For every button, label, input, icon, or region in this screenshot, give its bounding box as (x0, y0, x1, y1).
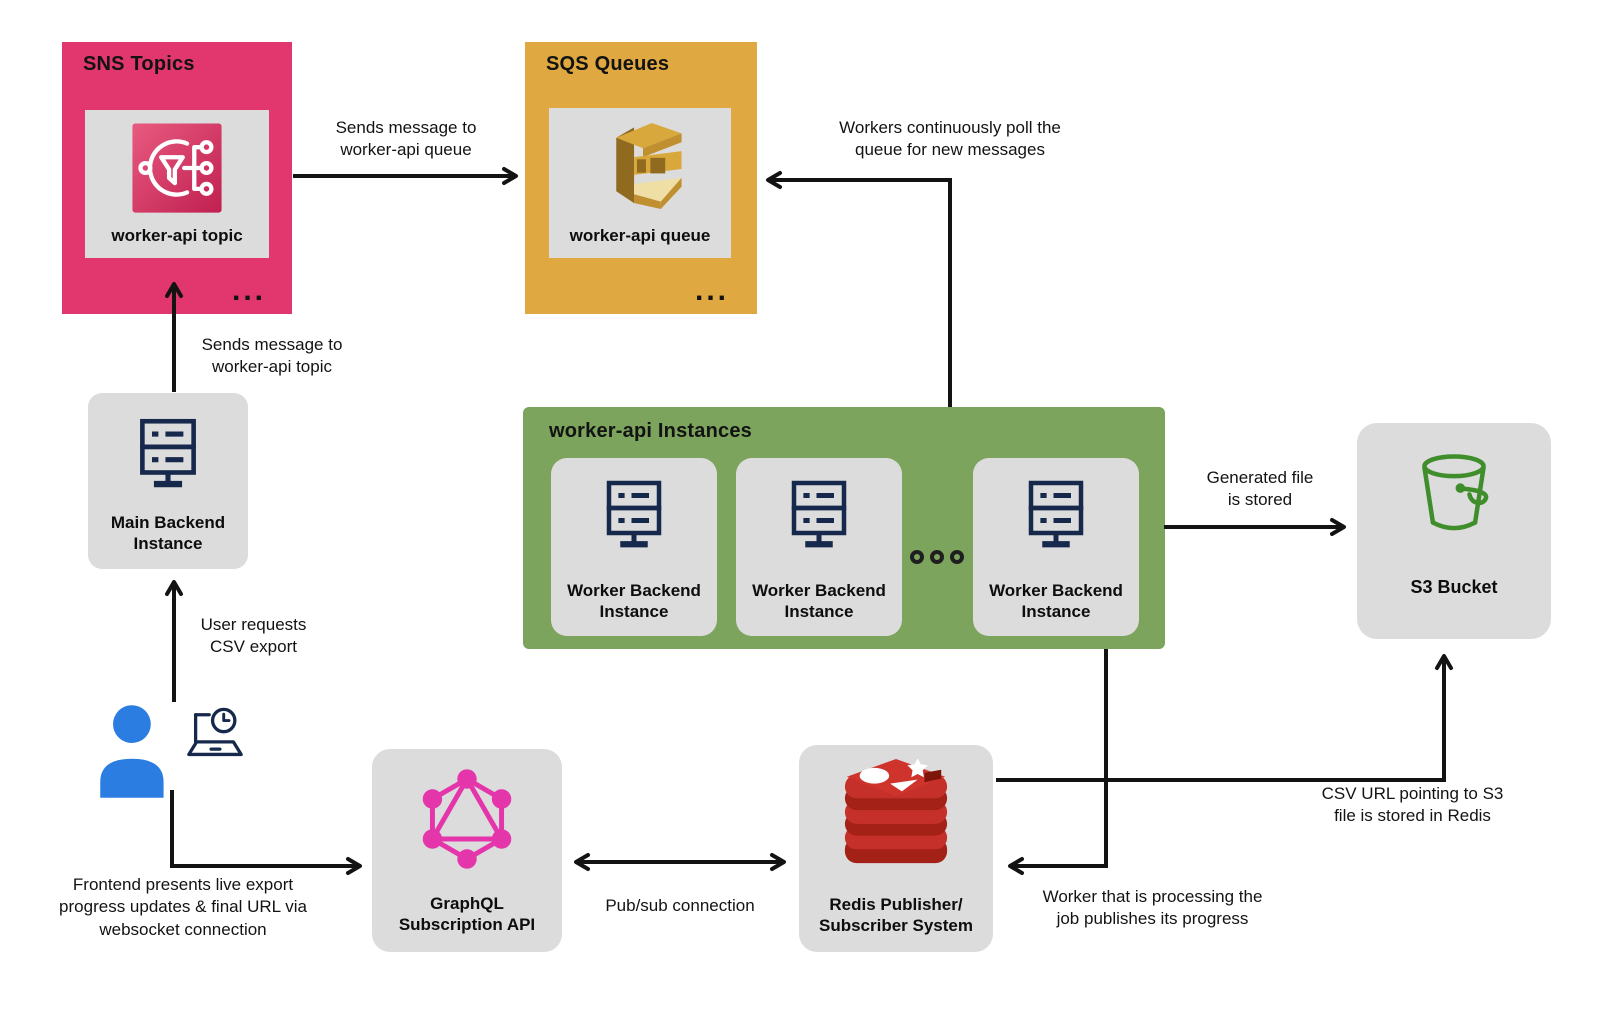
sns-topics-box: SNS Topics (62, 42, 292, 314)
sns-item-label: worker-api topic (111, 225, 243, 245)
sns-ellipsis: ... (231, 274, 266, 307)
server-icon (1016, 473, 1096, 558)
s3-label: S3 Bucket (1410, 576, 1498, 597)
graphql-icon (411, 765, 523, 878)
worker-instance-node: Worker Backend Instance (736, 458, 902, 636)
s3-bucket-icon (1409, 449, 1499, 542)
annotation-poll-queue: Workers continuously poll the queue for … (839, 118, 1061, 160)
sns-topic-icon (131, 122, 223, 219)
worker-instance-label: Worker Backend Instance (752, 580, 886, 622)
s3-bucket-node: S3 Bucket (1357, 423, 1551, 639)
worker-instance-label: Worker Backend Instance (989, 580, 1123, 622)
sqs-queue-icon (592, 120, 688, 217)
redis-node: Redis Publisher/ Subscriber System (799, 745, 993, 952)
arrow-redis-to-s3 (996, 654, 1453, 782)
graphql-node: GraphQL Subscription API (372, 749, 562, 952)
worker-instance-label: Worker Backend Instance (567, 580, 701, 622)
user-person-icon (98, 704, 178, 804)
laptop-clock-icon (184, 702, 246, 777)
worker-instance-node: Worker Backend Instance (973, 458, 1139, 636)
main-backend-label: Main Backend Instance (110, 512, 226, 554)
workers-title: worker-api Instances (549, 420, 752, 442)
sns-item-card: worker-api topic (85, 110, 269, 258)
server-icon (779, 473, 859, 558)
main-backend-node: Main Backend Instance (88, 393, 248, 569)
ellipsis-dots-icon (909, 547, 965, 572)
arrow-workers-poll-sqs (766, 171, 952, 407)
sns-title: SNS Topics (83, 53, 195, 75)
annotation-pubsub: Pub/sub connection (605, 896, 755, 915)
annotation-generated-file: Generated file is stored (1206, 468, 1314, 510)
graphql-label: GraphQL Subscription API (398, 893, 536, 935)
annotation-frontend-websocket: Frontend presents live export progress u… (59, 875, 307, 939)
server-icon (127, 411, 209, 498)
redis-label: Redis Publisher/ Subscriber System (818, 894, 973, 936)
redis-icon (833, 758, 959, 878)
sqs-ellipsis: ... (694, 274, 729, 307)
sqs-item-card: worker-api queue (549, 108, 731, 258)
annotation-sns-to-sqs: Sends message to worker-api queue (335, 118, 477, 160)
sqs-queues-box: SQS Queues worker- (525, 42, 757, 314)
worker-instance-node: Worker Backend Instance (551, 458, 717, 636)
sqs-item-label: worker-api queue (569, 225, 711, 245)
arrow-user-to-graphql (170, 790, 362, 875)
annotation-csv-url: CSV URL pointing to S3 file is stored in… (1321, 784, 1504, 826)
sqs-title: SQS Queues (546, 53, 670, 75)
annotation-worker-progress: Worker that is processing the job publis… (1042, 887, 1263, 929)
arrow-worker-progress-to-redis (1008, 649, 1108, 875)
annotation-backend-to-topic: Sends message to worker-api topic (201, 335, 343, 377)
annotation-user-request: User requests CSV export (200, 615, 307, 657)
server-icon (594, 473, 674, 558)
worker-api-instances-box: worker-api Instances Worker Backend Inst… (523, 407, 1165, 649)
